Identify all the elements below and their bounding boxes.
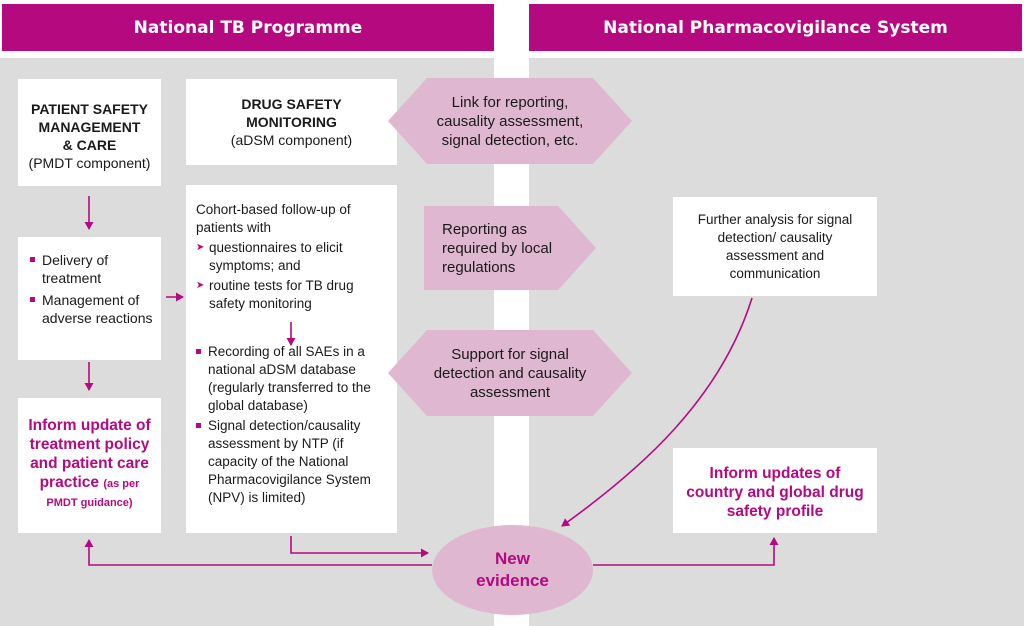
list-item: Management of adverse reactions	[30, 291, 153, 327]
list-item: Delivery of treatment	[30, 251, 153, 287]
hexagon-reporting-text: Reporting as required by local regulatio…	[442, 220, 553, 276]
inform-update-main: Inform update of treatment policy and pa…	[28, 417, 151, 491]
cohort-bullet-list: Recording of all SAEs in a national aDSM…	[196, 343, 391, 507]
patient-safety-subtitle: (PMDT component)	[28, 155, 151, 171]
further-analysis-box: Further analysis for signal detection/ c…	[673, 197, 877, 296]
inform-updates-box: Inform updates of country and global dru…	[673, 448, 877, 533]
further-analysis-text: Further analysis for signal detection/ c…	[697, 212, 853, 281]
delivery-box: Delivery of treatment Management of adve…	[18, 237, 161, 360]
patient-safety-title-2: MANAGEMENT	[38, 119, 141, 135]
cohort-box: Cohort-based follow-up of patients with …	[186, 185, 397, 533]
cohort-intro: Cohort-based follow-up of patients with	[196, 202, 351, 235]
list-item: Signal detection/causality assessment by…	[196, 417, 391, 507]
inform-update-note: (as per PMDT guidance)	[46, 478, 140, 509]
hexagon-link: Link for reporting, causality assessment…	[388, 78, 632, 164]
drug-safety-title-1: DRUG SAFETY	[241, 96, 342, 112]
drug-safety-subtitle: (aDSM component)	[230, 132, 353, 148]
patient-safety-title-3: & CARE	[62, 137, 117, 153]
delivery-list: Delivery of treatment Management of adve…	[30, 251, 153, 327]
hexagon-support: Support for signal detection and causali…	[388, 330, 632, 416]
list-item: routine tests for TB drug safety monitor…	[196, 277, 391, 313]
inform-updates-text: Inform updates of country and global dru…	[686, 465, 864, 520]
inform-update-box: Inform update of treatment policy and pa…	[18, 398, 161, 533]
list-item: Recording of all SAEs in a national aDSM…	[196, 343, 391, 415]
header-npv: National Pharmacovigilance System	[529, 4, 1022, 51]
new-evidence-ellipse: New evidence	[432, 525, 593, 615]
drug-safety-box: DRUG SAFETY MONITORING (aDSM component)	[186, 79, 397, 165]
patient-safety-title-1: PATIENT SAFETY	[31, 101, 148, 117]
hexagon-reporting: Reporting as required by local regulatio…	[424, 206, 596, 290]
hexagon-link-text: Link for reporting, causality assessment…	[436, 93, 584, 149]
patient-safety-box: PATIENT SAFETY MANAGEMENT & CARE (PMDT c…	[18, 79, 161, 186]
cohort-arrow-list: questionnaires to elicit symptoms; and r…	[196, 239, 391, 313]
drug-safety-title-2: MONITORING	[246, 114, 337, 130]
list-item: questionnaires to elicit symptoms; and	[196, 239, 391, 275]
hexagon-support-text: Support for signal detection and causali…	[433, 345, 587, 401]
new-evidence-text: New evidence	[476, 549, 549, 590]
header-ntp: National TB Programme	[2, 4, 494, 51]
